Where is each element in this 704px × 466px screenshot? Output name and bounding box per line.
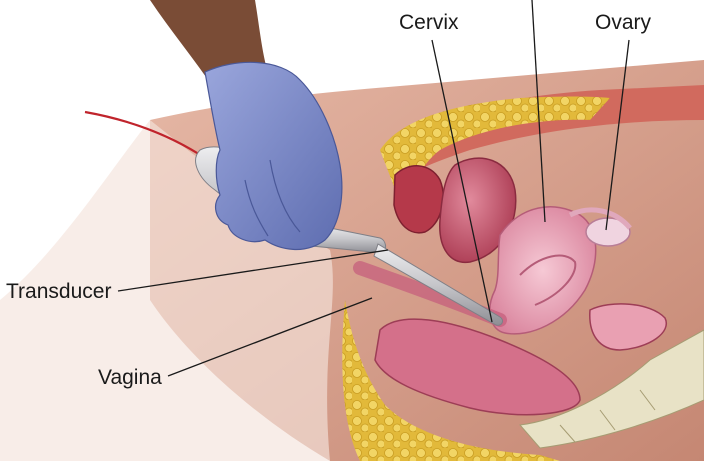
fallopian-tube xyxy=(568,207,632,230)
ovary-label: Ovary xyxy=(595,11,652,34)
sacrum xyxy=(519,329,704,449)
uterine-cavity xyxy=(519,254,577,306)
gloved-hand xyxy=(204,61,343,251)
transducer-leader-line xyxy=(117,249,389,292)
pubic-bone xyxy=(393,165,444,234)
bladder xyxy=(439,157,517,264)
uterus xyxy=(489,206,597,335)
ovary-leader-line xyxy=(605,39,630,231)
bowel-loop xyxy=(589,303,668,351)
transducer-label: Transducer xyxy=(6,280,112,303)
cervix-label: Cervix xyxy=(399,11,459,34)
vagina-label: Vagina xyxy=(98,366,162,389)
abdominal-fat xyxy=(380,96,610,215)
perineal-fat xyxy=(342,300,560,461)
vagina-leader-line xyxy=(167,297,373,377)
probe-cable xyxy=(84,110,206,159)
cervix-leader-line xyxy=(431,39,493,323)
uterus-leader-line xyxy=(531,0,546,223)
leader-lines xyxy=(117,0,630,377)
rectum xyxy=(374,318,581,416)
